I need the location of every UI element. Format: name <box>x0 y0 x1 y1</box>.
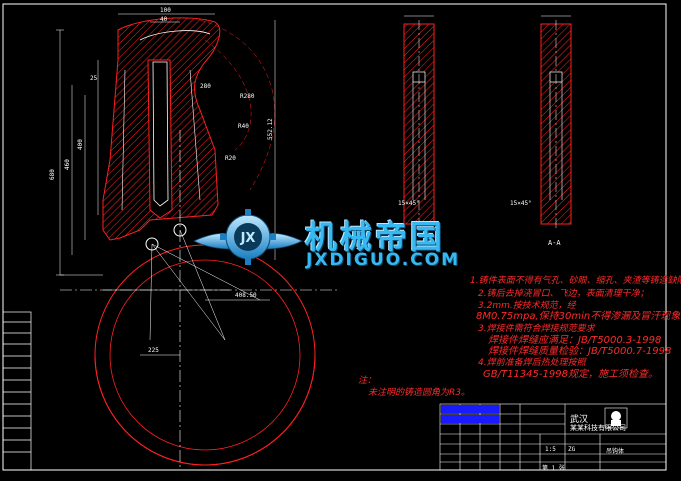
dimension-texts: 100 40 280 25 680 400 460 552.12 R280 R2… <box>49 7 274 354</box>
tech-note-3: 3.2mm.按技术规范，经 <box>478 301 576 311</box>
dim-d1: 40 <box>160 16 168 23</box>
hook-body <box>102 17 221 251</box>
title-block <box>439 403 667 471</box>
dim-top-width: 100 <box>160 7 171 14</box>
part-name: 吊钩体 <box>606 448 625 455</box>
left-note-text: 未注明的铸造圆角为R3。 <box>368 388 470 398</box>
chamfer-left: 15×45° <box>398 200 420 207</box>
tech-note-5: 3.焊接件需符合焊接规范要求 <box>478 324 595 334</box>
tech-note-4: 8M0.75mpa,保持30min不得渗漏及冒汗现象； <box>476 311 681 322</box>
left-note-heading: 注： <box>358 376 377 386</box>
tech-note-6: 焊接件焊缝应满足：JB/T5000.3-1998 <box>488 335 662 346</box>
tech-note-1: 1.铸件表面不得有气孔、砂眼、缩孔、夹渣等铸造缺陷； <box>470 276 681 286</box>
tech-note-9: GB/T11345-1998规定，施工须检查。 <box>483 369 658 380</box>
dim-h4: 552.12 <box>267 118 274 140</box>
watermark-url: JXDIGUO.COM <box>306 250 461 270</box>
scale: 1:5 <box>545 446 556 453</box>
dim-r1: R280 <box>240 93 255 100</box>
dim-r3: R40 <box>238 123 249 130</box>
section-label: A-A <box>548 239 561 247</box>
dim-d2: 280 <box>200 83 211 90</box>
dim-d3: 25 <box>90 75 98 82</box>
watermark-emblem: JX <box>193 209 303 265</box>
material: ZG <box>568 446 576 453</box>
dim-h2: 400 <box>77 139 84 150</box>
side-view-left <box>403 15 435 230</box>
sheet-number: 第 1 张 <box>542 465 565 472</box>
dim-h3: 460 <box>64 159 71 170</box>
company-logo-icon <box>604 407 628 429</box>
watermark-emblem-text: JX <box>240 231 256 246</box>
side-view-right <box>540 15 572 230</box>
chamfer-right: 15×45° <box>510 200 532 207</box>
company-name-line2: 某某科技有限公司 <box>570 424 626 432</box>
dim-bot1: 225 <box>148 347 159 354</box>
dimension-lines <box>56 13 276 356</box>
tech-note-7: 焊接件焊缝质量检验：JB/T5000.7-1998 <box>488 346 672 357</box>
company-name-line1: 武汉 <box>570 415 589 425</box>
revision-strip <box>2 311 32 471</box>
watermark-title: 机械帝国 <box>305 218 446 256</box>
dim-bot2: 408.50 <box>235 292 257 299</box>
dim-r2: R20 <box>225 155 236 162</box>
dim-h1: 680 <box>49 169 56 180</box>
drawing-frame <box>2 3 667 471</box>
tech-note-8: 4.焊前准备焊后热处理按照 <box>478 358 586 368</box>
construction-lines <box>103 19 275 341</box>
tech-note-2: 2.铸后去掉浇冒口、飞边，表面清理干净； <box>478 289 649 299</box>
